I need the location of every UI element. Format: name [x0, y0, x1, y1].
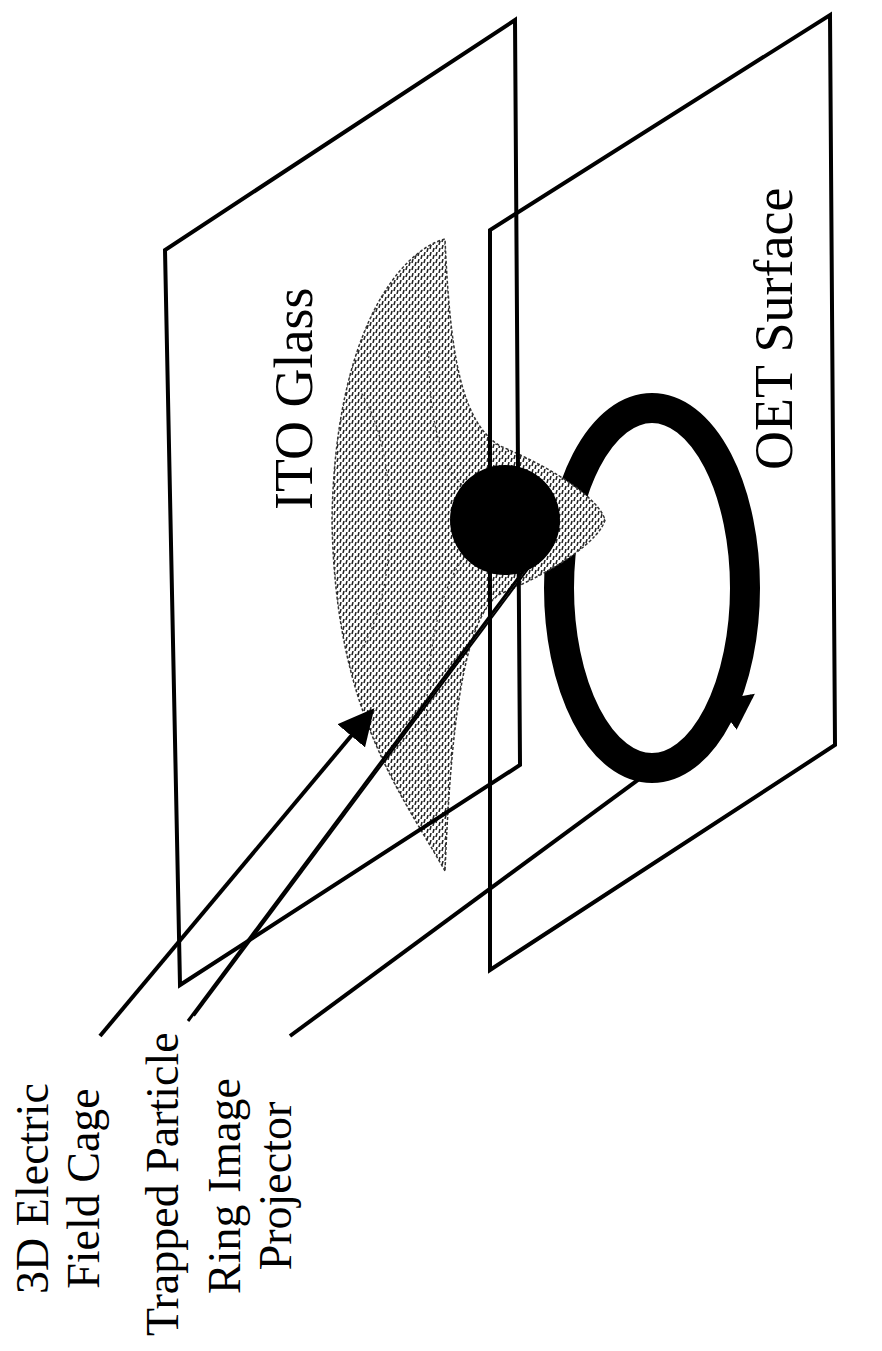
leader-line [100, 711, 372, 1036]
ito-glass-plane: ITO Glass [165, 20, 520, 985]
plane-outline [490, 15, 835, 970]
oet-surface-plane: OET Surface [490, 15, 835, 970]
plane-label: ITO Glass [267, 288, 321, 511]
cage-label: 3D Electric Field Cage [8, 1041, 109, 1336]
trapped-particle [450, 465, 560, 575]
plane-label: OET Surface [747, 188, 801, 470]
projector-label: Ring Image Projector [200, 1041, 301, 1331]
plane-outline [165, 20, 520, 985]
particle-label: Trapped Particle [138, 1032, 189, 1336]
ring-image [559, 408, 745, 768]
